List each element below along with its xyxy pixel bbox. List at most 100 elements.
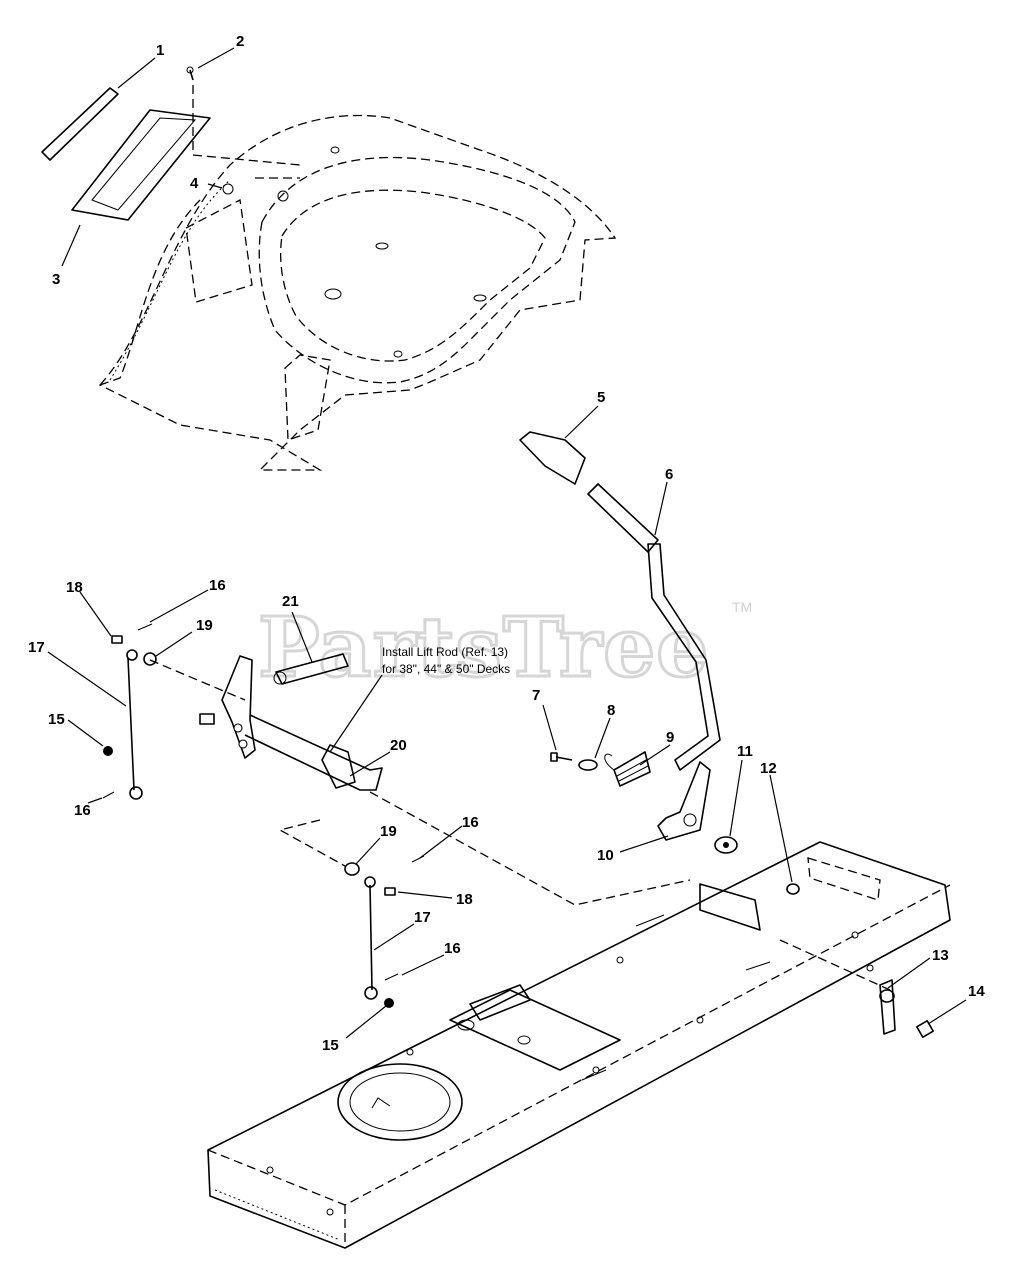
leader-16b <box>87 797 103 804</box>
decal-plate <box>71 109 211 221</box>
leader-14 <box>927 999 967 1025</box>
callout-17b: 17 <box>414 909 431 926</box>
frame-mark <box>371 1097 391 1109</box>
callout-15a: 15 <box>48 711 65 728</box>
leader-4 <box>207 183 223 189</box>
callout-16a: 16 <box>209 577 226 594</box>
shaft-arm-hole <box>238 739 248 749</box>
bushing-center <box>723 842 729 848</box>
frame-plate <box>449 989 621 1071</box>
frame-hole <box>326 1208 334 1216</box>
tractor-frame <box>207 841 951 1249</box>
centerline <box>779 939 891 991</box>
washer <box>384 998 394 1008</box>
lift-rod-plate <box>879 979 896 1035</box>
leader-17a <box>47 651 127 707</box>
frame-pulley-inner <box>349 1072 451 1132</box>
callout-21: 21 <box>282 593 299 610</box>
bolt-head <box>199 713 215 725</box>
callout-16b: 16 <box>74 802 91 819</box>
lift-lever-group <box>519 431 721 771</box>
bolt-head <box>550 752 558 762</box>
frame-hole <box>266 1166 274 1174</box>
frame-slot <box>469 984 531 1021</box>
callout-leaders <box>47 47 967 1039</box>
callout-13: 13 <box>932 947 949 964</box>
callout-3: 3 <box>52 271 60 288</box>
fender-hole <box>330 146 340 154</box>
watermark-trademark: TM <box>732 599 752 615</box>
frame-outline <box>207 841 951 1249</box>
callout-labels: 1 2 3 4 5 6 7 8 9 10 11 12 13 14 15 15 1… <box>28 33 985 1054</box>
shaft-arm-plate <box>221 655 256 759</box>
leader-19b <box>355 837 381 865</box>
callout-11: 11 <box>737 743 753 760</box>
decal-plate-slot <box>91 117 197 211</box>
screw-centerline <box>192 154 301 166</box>
bushing <box>714 836 738 854</box>
pivot-bracket <box>657 761 711 841</box>
fender-hole <box>324 288 342 300</box>
fender-slot-left <box>185 199 253 303</box>
clevis-pin <box>384 887 396 896</box>
lever-grip-cap <box>519 431 586 485</box>
frame-slot <box>635 914 665 927</box>
frame-hole <box>517 1035 531 1045</box>
callout-15b: 15 <box>322 1037 339 1054</box>
leader-6 <box>654 481 668 536</box>
callout-20: 20 <box>390 737 407 754</box>
frame-slot <box>581 1069 607 1081</box>
fender-slot-front <box>284 354 331 441</box>
clevis-pin <box>111 635 123 644</box>
lever-shaft <box>647 543 721 771</box>
frame-top-edge <box>207 884 951 1206</box>
fender-hole <box>393 350 403 358</box>
nut <box>277 190 289 202</box>
spring-hook <box>604 753 615 771</box>
leader-15b <box>345 1005 387 1039</box>
watermark-brand: PartsTree <box>258 600 709 696</box>
callout-5: 5 <box>597 389 605 406</box>
callout-18a: 18 <box>66 579 83 596</box>
frame-hole <box>616 956 624 964</box>
leader-13 <box>887 957 931 989</box>
frame-hole <box>457 1019 475 1031</box>
leader-10 <box>619 835 669 853</box>
fender-contour <box>109 179 231 381</box>
callout-6: 6 <box>665 466 673 483</box>
right-lift-link-group <box>344 855 425 1008</box>
leader-11 <box>729 759 743 837</box>
callout-8: 8 <box>607 702 615 719</box>
centerline <box>149 659 246 701</box>
callout-18b: 18 <box>456 891 473 908</box>
callout-10: 10 <box>597 847 614 864</box>
leader-18a <box>79 591 112 637</box>
washer <box>103 746 113 756</box>
callout-19b: 19 <box>380 823 397 840</box>
leader-16a <box>149 589 209 623</box>
leader-19a <box>155 631 193 657</box>
decal-strip <box>41 87 119 161</box>
leader-1 <box>117 57 156 89</box>
frame-slot <box>745 961 771 971</box>
leader-16c <box>419 825 463 859</box>
callout-2: 2 <box>236 33 244 50</box>
left-lift-link-group <box>102 623 157 800</box>
leader-12 <box>769 774 793 883</box>
install-note: Install Lift Rod (Ref. 13) for 38", 44" … <box>329 645 510 753</box>
lift-shaft-group <box>199 653 383 791</box>
leader-8 <box>594 717 611 759</box>
frame-cutout <box>807 857 881 901</box>
callout-16d: 16 <box>444 940 461 957</box>
callout-7: 7 <box>532 687 540 704</box>
link-eye <box>126 649 138 661</box>
link-eye <box>364 876 376 888</box>
assembly-centerlines <box>149 659 891 991</box>
note-line2: for 38", 44" & 50" Decks <box>382 662 510 676</box>
callout-12: 12 <box>760 760 777 777</box>
shaft-arm-hole <box>233 723 243 733</box>
note-line1: Install Lift Rod (Ref. 13) <box>382 645 508 659</box>
cotter-pin <box>102 791 115 799</box>
height-decal-group <box>41 66 301 221</box>
